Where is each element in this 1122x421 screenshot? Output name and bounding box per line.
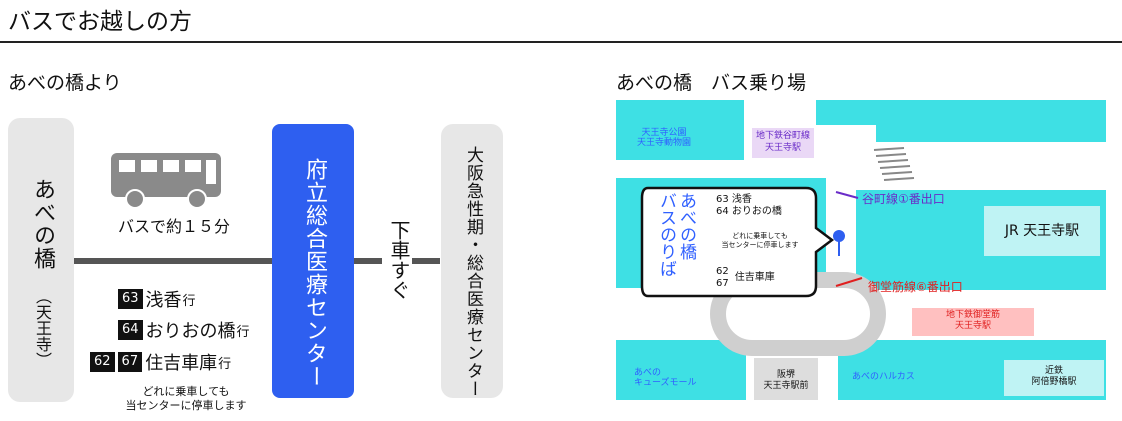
kintetsu-label-2: 阿倍野橋駅 [1031, 377, 1077, 387]
crosswalk-icon [873, 147, 915, 181]
center-name: 府立総合医療センター [302, 158, 327, 388]
kintetsu-label-1: 近鉄 [1044, 366, 1063, 376]
walk-label-bg [382, 218, 412, 310]
callout-num: 63 [716, 194, 729, 205]
route-suffix: 行 [182, 293, 196, 309]
route-note-line2: 当センターに停車します [125, 399, 247, 412]
route-note-line1: どれに乗車しても [142, 385, 230, 398]
tanimachi-station-label: 地下鉄谷町線 天王寺駅 [752, 128, 814, 158]
route-badge: 64 [118, 320, 143, 340]
section-heading-right: あべの橋 バス乗り場 [616, 72, 807, 94]
walk-label: 下車すぐ [387, 220, 411, 300]
origin-name: あべの橋 [30, 178, 55, 270]
exit-lines [835, 191, 863, 287]
tanimachi-exit-label: 谷町線①番出口 [862, 192, 945, 206]
route-item-63: 63 浅香行 [118, 286, 196, 312]
route-badge: 67 [117, 352, 143, 372]
midosuji-station-label: 地下鉄御堂筋 天王寺駅 [912, 308, 1034, 336]
map-block-qs [616, 340, 746, 400]
midosuji-station-text: 天王寺駅 [954, 321, 991, 331]
midosuji-exit-label: 御堂筋線⑥番出口 [868, 280, 963, 294]
destination-name: 大阪急性期・総合医療センター [463, 146, 483, 398]
origin-sub: （天王寺） [33, 288, 52, 368]
bus-icon [111, 153, 221, 209]
route-name: 浅香 [145, 290, 182, 311]
q-mall-label: あべの キューズモール [634, 368, 697, 388]
jr-station-label: JR 天王寺駅 [984, 206, 1100, 256]
park-label: 天王寺公園 天王寺動物園 [622, 128, 706, 148]
route-suffix: 行 [236, 324, 250, 340]
callout-title: あべの橋 バスのりば [656, 192, 696, 277]
harukas-label: あべのハルカス [852, 372, 915, 382]
callout-bubble [640, 186, 835, 298]
hankai-label-2: 天王寺駅前 [763, 381, 809, 391]
callout-num: 64 [716, 206, 729, 217]
page-title: バスでお越しの方 [8, 9, 192, 35]
park-label-1: 天王寺公園 [641, 128, 687, 138]
map-block-top [816, 100, 1106, 125]
center-stop: 府立総合医療センター [272, 124, 354, 398]
route-badge: 62 [90, 352, 115, 372]
route-name: おりおの橋 [145, 321, 236, 342]
callout-title-2: バスのりば [656, 192, 676, 277]
callout-title-1: あべの橋 [676, 192, 696, 260]
park-label-2: 天王寺動物園 [636, 138, 691, 148]
section-heading-left: あべの橋より [8, 72, 122, 94]
hankai-label: 阪堺 天王寺駅前 [756, 370, 816, 392]
destination-stop: 大阪急性期・総合医療センター [441, 124, 503, 398]
route-name: 住吉車庫 [145, 353, 218, 374]
callout-dest: 浅香 [731, 194, 752, 205]
title-divider [0, 41, 1122, 43]
route-item-64: 64 おりおの橋行 [118, 317, 250, 343]
q-mall-label-2: キューズモール [634, 378, 697, 388]
route-badge: 63 [118, 289, 143, 309]
callout-note-1: どれに乗車しても [732, 232, 788, 240]
route-suffix: 行 [218, 356, 232, 372]
bus-time: バスで約１５分 [118, 217, 231, 236]
kintetsu-label: 近鉄 阿倍野橋駅 [1014, 366, 1094, 388]
bus-stop-pin-icon [833, 230, 845, 256]
route-item-62-67: 62 67 住吉車庫行 [90, 349, 231, 375]
midosuji-line-text: 地下鉄御堂筋 [945, 310, 1000, 320]
callout-routes-a: 63 浅香 64 おりおの橋 [716, 194, 782, 218]
origin-stop: あべの橋 （天王寺） [8, 118, 74, 402]
map-block-park [616, 100, 744, 160]
callout-num: 67 [716, 278, 729, 289]
callout-num: 62 [716, 266, 729, 277]
kintetsu-bg [1004, 360, 1104, 396]
tanimachi-station-text: 天王寺駅 [764, 143, 801, 153]
callout-note-2: 当センターに停車します [721, 241, 799, 249]
hankai-label-1: 阪堺 [776, 370, 795, 380]
bus-stop-map: 地下鉄谷町線 天王寺駅 地下鉄御堂筋 天王寺駅 JR 天王寺駅 天王寺公園 天王… [616, 100, 1106, 400]
route-note: どれに乗車しても 当センターに停車します [106, 385, 266, 413]
callout-dest: おりおの橋 [731, 206, 782, 217]
tanimachi-line-text: 地下鉄谷町線 [755, 131, 810, 141]
q-mall-label-1: あべの [634, 368, 662, 378]
map-block-top2 [876, 122, 1106, 142]
callout-note: どれに乗車しても 当センターに停車します [712, 232, 808, 250]
map-block-hankai [754, 358, 818, 400]
callout-dest: 住吉車庫 [734, 272, 775, 283]
route-line [70, 258, 440, 264]
